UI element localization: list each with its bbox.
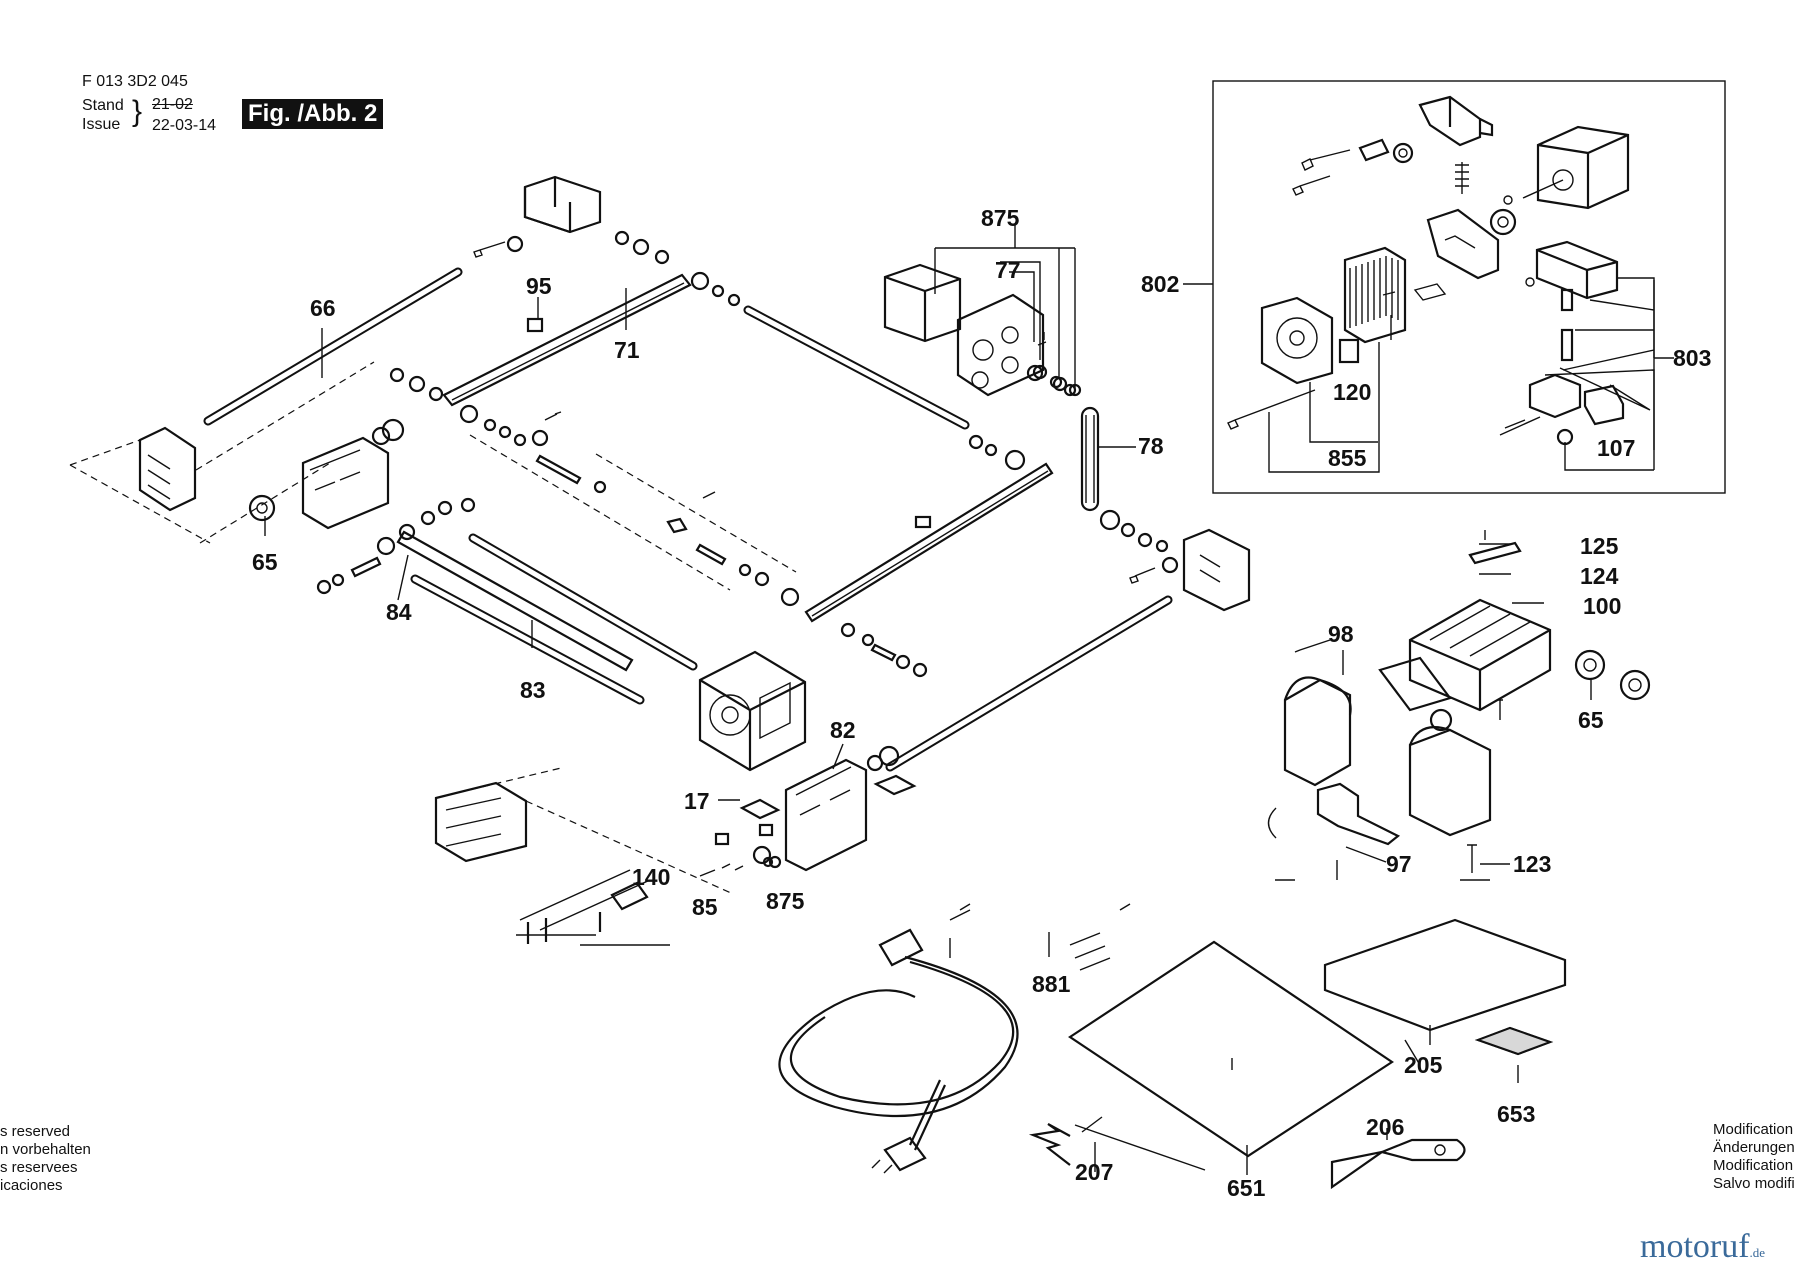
callout-207: 207 [1075,1159,1113,1185]
doc-number: F 013 3D2 045 [82,73,188,90]
tool-207 [1028,1123,1071,1166]
callout-labels: 66 95 71 875 77 78 65 84 83 82 17 140 85… [252,205,1711,1201]
frame-brackets [69,175,1251,958]
stand-brace: } [132,95,143,128]
belt-78 [1080,406,1100,512]
gear-part [1489,208,1517,236]
callout-124: 124 [1580,563,1619,589]
right-assembly [1267,530,1651,881]
callout-802: 802 [1141,271,1179,297]
callout-881: 881 [1032,971,1071,997]
issue-value: 22-03-14 [152,117,217,134]
motor-part [1536,125,1630,210]
callout-65-right: 65 [1578,707,1604,733]
callout-98: 98 [1328,621,1354,647]
callout-65-left: 65 [252,549,278,575]
spacer-95 [526,317,544,333]
inset-parts [1183,95,1674,473]
note-left-line: icaciones [0,1177,63,1194]
detail-inset-frame [1212,80,1726,494]
note-right-line: Modification [1713,1121,1794,1138]
stand-label: Stand [82,97,124,114]
roller-65a [248,494,276,522]
brand-logo: motoruf.de [1640,1228,1765,1266]
callout-82: 82 [830,717,856,743]
cover-98 [1283,678,1352,787]
callout-78: 78 [1138,433,1164,459]
belt-rail-71 [442,273,692,407]
callout-875-top: 875 [981,205,1020,231]
callout-120: 120 [1333,379,1371,405]
sheet-651 [1068,940,1394,1158]
callout-140: 140 [632,864,670,890]
brand-suffix: .de [1749,1245,1766,1260]
note-left-line: s reservees [0,1159,78,1176]
note-left-line: n vorbehalten [0,1141,91,1158]
rods-and-rails [203,267,1173,772]
callout-97: 97 [1386,851,1412,877]
callout-100: 100 [1583,593,1621,619]
accessories [778,903,1567,1190]
scraper-206 [1330,1138,1466,1190]
issue-label: Issue [82,116,121,133]
figure-label: Fig. /Abb. 2 [242,99,384,129]
sheet-205 [1323,918,1567,1032]
note-right-line: Änderungen [1713,1139,1795,1156]
fan-part [1260,296,1334,385]
callout-95: 95 [526,273,552,299]
note-right-line: Salvo modifi [1713,1175,1795,1192]
callout-206: 206 [1366,1114,1404,1140]
callout-83: 83 [520,677,546,703]
callout-71: 71 [614,337,640,363]
stepper-motor-875 [883,263,962,343]
callout-77: 77 [995,257,1021,283]
callout-17: 17 [684,788,710,814]
callout-803: 803 [1673,345,1711,371]
bracket-97 [1316,782,1401,846]
callout-875-bottom: 875 [766,888,805,914]
stand-value: 21-02 [152,96,193,113]
callout-107: 107 [1597,435,1635,461]
brand-name: motoruf [1640,1228,1750,1265]
callout-84: 84 [386,599,412,625]
callout-85: 85 [692,894,718,920]
callout-125: 125 [1580,533,1619,559]
callout-653: 653 [1497,1101,1535,1127]
callout-66: 66 [310,295,336,321]
note-left-line: s reserved [0,1123,71,1140]
note-right-line: Modification [1713,1157,1794,1174]
leader-lines [264,225,1592,1066]
callout-651: 651 [1227,1175,1266,1201]
belt-rail-84 [396,530,634,672]
heatsink-part [1343,246,1407,344]
callout-205: 205 [1404,1052,1443,1078]
carriage-assembly [698,650,807,772]
callout-123: 123 [1513,851,1551,877]
power-cord-881 [878,928,924,967]
callout-855: 855 [1328,445,1367,471]
housing-100 [1408,598,1552,712]
